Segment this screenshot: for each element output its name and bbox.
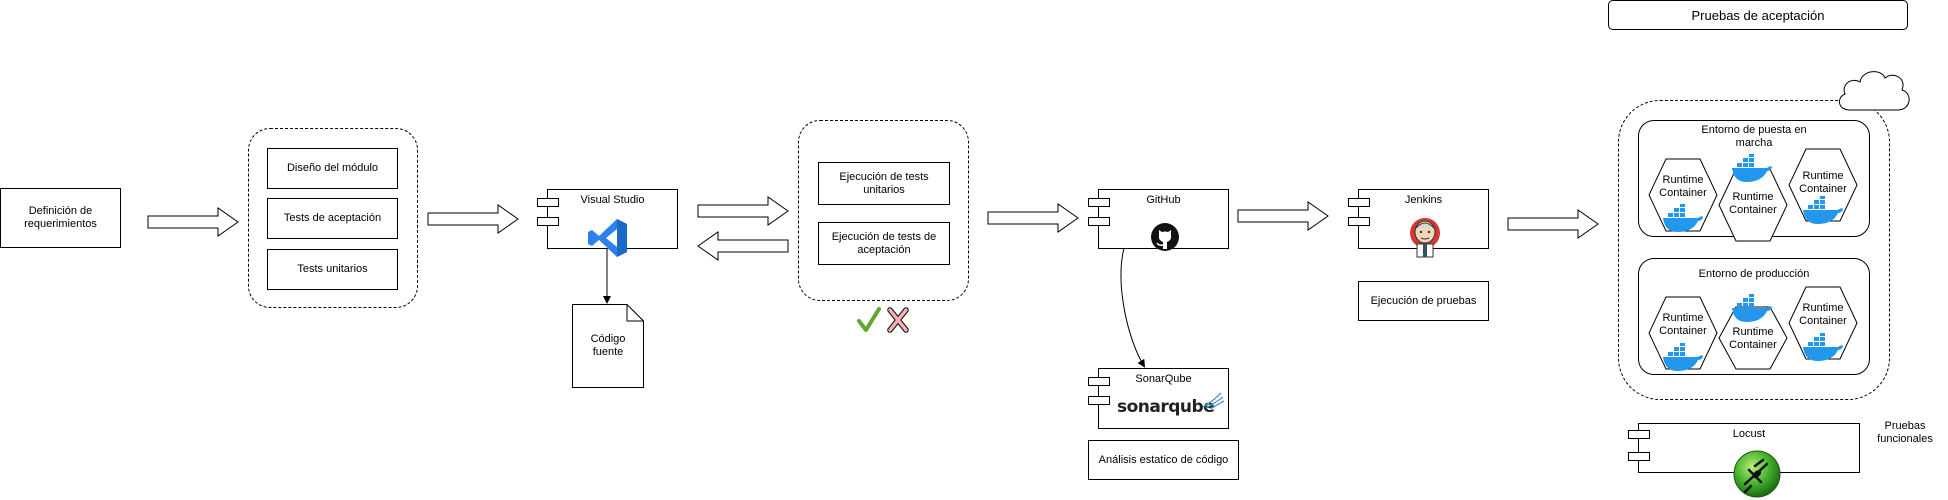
vscode-icon [588,219,627,257]
visual-studio-title: Visual Studio [580,194,645,206]
runtime-container-label: Runtime Container [1659,312,1707,337]
component-tab [1628,430,1650,439]
flow-arrow-5 [1237,201,1329,231]
static-analysis-label: Análisis estatico de código [1098,453,1229,466]
tests-group [798,120,969,301]
github-to-sonar-connector [1120,247,1146,368]
staging-environment-label: Entorno de puesta en marcha [1701,124,1807,149]
flow-arrow-3-right [697,196,789,226]
component-tab [1088,217,1110,226]
runtime-container-hexagon [1648,296,1718,370]
design-item-acceptance-tests[interactable]: Tests de aceptación [267,198,398,239]
docker-icon [1663,343,1703,371]
docker-icon [1732,154,1772,182]
docker-icon [1803,196,1843,224]
flow-arrow-4 [987,203,1079,233]
design-item-unit-tests[interactable]: Tests unitarios [267,249,398,290]
runtime-container-hexagon [1788,148,1858,222]
requirements-label: Definición de requerimientos [24,205,97,230]
component-tab [1088,198,1110,207]
github-icon [1151,223,1179,251]
sonarqube-title: SonarQube [1135,373,1192,385]
runtime-container-hexagon [1648,158,1718,232]
jenkins-component[interactable]: Jenkins [1348,189,1489,258]
sonar-waves-icon [1202,392,1225,409]
tests-item-label: Ejecución de tests de aceptación [831,230,937,256]
component-tab [1348,217,1370,226]
docker-icon [1732,294,1772,322]
acceptance-title: Pruebas de aceptación [1691,7,1825,23]
sonarqube-component[interactable]: SonarQube sonarqube [1088,368,1229,429]
github-title: GitHub [1146,194,1181,206]
jenkins-icon [1410,218,1440,258]
test-execution-label: Ejecución de pruebas [1370,294,1477,307]
acceptance-title-box[interactable]: Pruebas de aceptación [1608,0,1908,30]
runtime-container-label: Runtime Container [1799,302,1847,327]
github-component[interactable]: GitHub [1088,189,1229,251]
component-tab [1088,396,1110,405]
production-environment-label: Entorno de producción [1698,268,1810,280]
locust-title: Locust [1732,428,1766,440]
runtime-container-label: Runtime Container [1659,174,1707,199]
test-execution-box[interactable]: Ejecución de pruebas [1358,281,1489,321]
component-tab [1628,452,1650,461]
jenkins-title: Jenkins [1404,194,1443,206]
source-code-document[interactable] [572,304,644,388]
visual-studio-component[interactable]: Visual Studio [537,189,678,257]
design-item-label: Tests de aceptación [283,212,382,224]
cross-icon [887,307,909,333]
runtime-container-hexagon [1788,286,1858,360]
acceptance-tests-execution[interactable]: Ejecución de tests de aceptación [818,222,950,265]
flow-arrow-6 [1507,209,1599,239]
flow-arrow-3-left [697,231,789,261]
design-item-label: Tests unitarios [297,263,368,275]
runtime-container-label: Runtime Container [1799,170,1847,195]
docker-icon [1663,204,1703,232]
check-icon [857,307,881,332]
flow-arrow-2 [427,204,519,234]
component-tab [537,198,559,207]
functional-tests-label: Pruebas funcionales [1877,420,1933,445]
cloud-icon [1838,71,1910,111]
design-item-label: Diseño del módulo [286,162,379,174]
runtime-container-label: Runtime Container [1729,191,1777,216]
requirements-box[interactable]: Definición de requerimientos [0,188,121,248]
unit-tests-execution[interactable]: Ejecución de tests unitarios [818,162,950,205]
component-tab [1348,198,1370,207]
sonarqube-logo: sonarqube [1117,397,1215,417]
component-tab [537,217,559,226]
docker-icon [1803,333,1843,361]
tests-item-label: Ejecución de tests unitarios [839,170,929,196]
design-item-module[interactable]: Diseño del módulo [267,148,398,189]
component-tab [1088,377,1110,386]
static-analysis-box[interactable]: Análisis estatico de código [1088,440,1239,480]
runtime-container-label: Runtime Container [1729,326,1777,351]
source-code-label: Código fuente [590,333,626,358]
locust-icon [1733,450,1781,498]
flow-arrow-1 [147,207,239,237]
